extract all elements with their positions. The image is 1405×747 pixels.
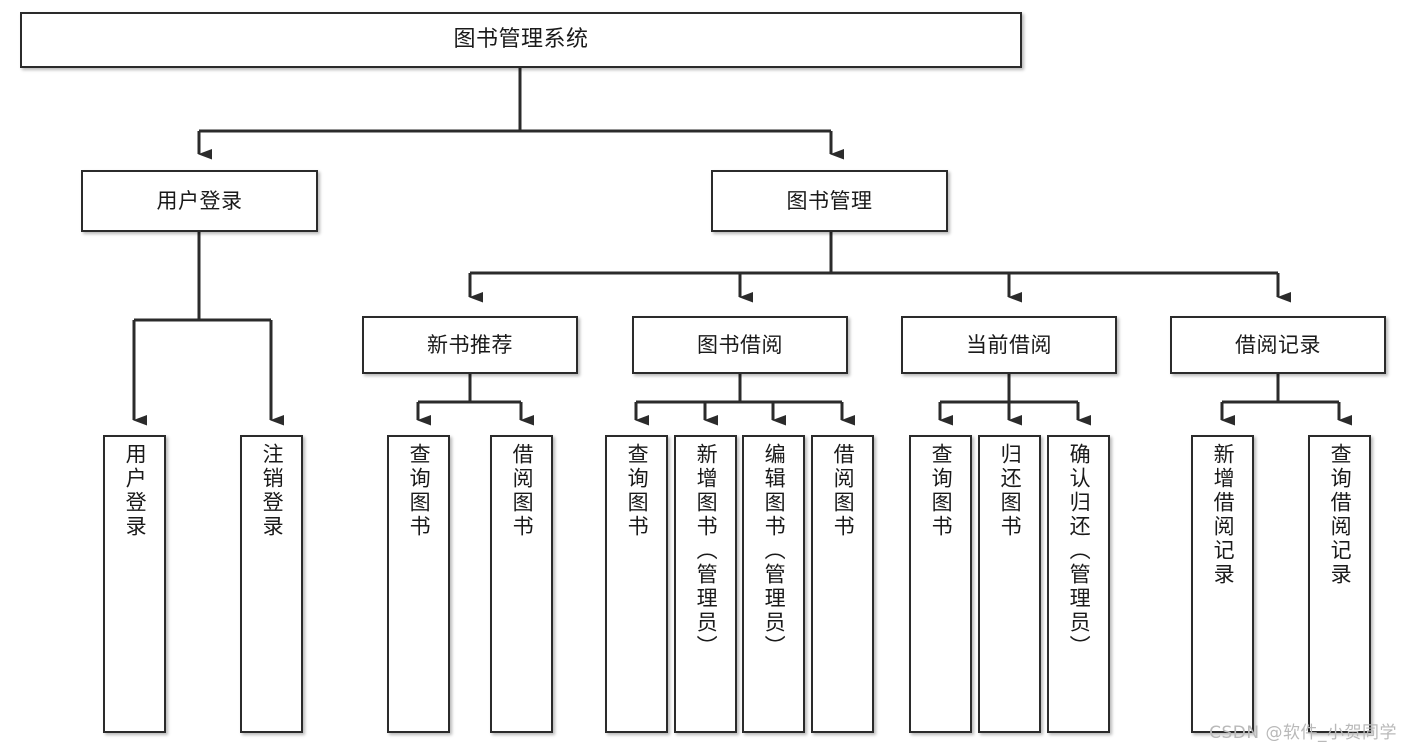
node-leaf-query-book-1[interactable]: 查询图书 [387, 435, 450, 733]
node-leaf-query-book-2[interactable]: 查询图书 [605, 435, 668, 733]
node-new-book-recommend-label: 新书推荐 [427, 332, 513, 357]
node-leaf-return-book-label: 归还图书 [998, 443, 1023, 539]
node-user-login[interactable]: 用户登录 [81, 170, 318, 232]
node-leaf-add-record-label: 新增借阅记录 [1211, 443, 1236, 587]
node-leaf-query-record[interactable]: 查询借阅记录 [1308, 435, 1371, 733]
node-leaf-borrow-book-1-label: 借阅图书 [510, 443, 535, 539]
node-root-label: 图书管理系统 [453, 27, 589, 53]
node-leaf-edit-book-label: 编辑图书（管理员） [762, 443, 787, 659]
node-leaf-confirm-return[interactable]: 确认归还（管理员） [1047, 435, 1110, 733]
node-leaf-query-book-1-label: 查询图书 [407, 443, 432, 539]
node-leaf-logout[interactable]: 注销登录 [240, 435, 303, 733]
node-borrow-record[interactable]: 借阅记录 [1170, 316, 1386, 374]
node-book-manage[interactable]: 图书管理 [711, 170, 948, 232]
node-book-borrow[interactable]: 图书借阅 [632, 316, 848, 374]
node-leaf-add-record[interactable]: 新增借阅记录 [1191, 435, 1254, 733]
node-leaf-confirm-return-label: 确认归还（管理员） [1067, 443, 1092, 659]
node-leaf-return-book[interactable]: 归还图书 [978, 435, 1041, 733]
node-leaf-edit-book[interactable]: 编辑图书（管理员） [742, 435, 805, 733]
node-current-borrow[interactable]: 当前借阅 [901, 316, 1117, 374]
node-book-borrow-label: 图书借阅 [697, 332, 783, 357]
node-new-book-recommend[interactable]: 新书推荐 [362, 316, 578, 374]
node-leaf-borrow-book-1[interactable]: 借阅图书 [490, 435, 553, 733]
node-book-manage-label: 图书管理 [786, 188, 873, 213]
node-borrow-record-label: 借阅记录 [1235, 332, 1321, 357]
node-user-login-label: 用户登录 [156, 188, 243, 213]
node-current-borrow-label: 当前借阅 [966, 332, 1052, 357]
node-leaf-query-record-label: 查询借阅记录 [1328, 443, 1353, 587]
node-root[interactable]: 图书管理系统 [20, 12, 1022, 68]
node-leaf-query-book-3[interactable]: 查询图书 [909, 435, 972, 733]
node-leaf-borrow-book-2[interactable]: 借阅图书 [811, 435, 874, 733]
node-leaf-login-label: 用户登录 [123, 443, 148, 539]
node-leaf-login[interactable]: 用户登录 [103, 435, 166, 733]
node-leaf-add-book[interactable]: 新增图书（管理员） [674, 435, 737, 733]
csdn-watermark: CSDN @软件_小贺同学 [1209, 723, 1397, 743]
node-leaf-add-book-label: 新增图书（管理员） [694, 443, 719, 659]
node-leaf-logout-label: 注销登录 [260, 443, 285, 539]
node-leaf-borrow-book-2-label: 借阅图书 [831, 443, 856, 539]
node-leaf-query-book-2-label: 查询图书 [625, 443, 650, 539]
node-leaf-query-book-3-label: 查询图书 [929, 443, 954, 539]
